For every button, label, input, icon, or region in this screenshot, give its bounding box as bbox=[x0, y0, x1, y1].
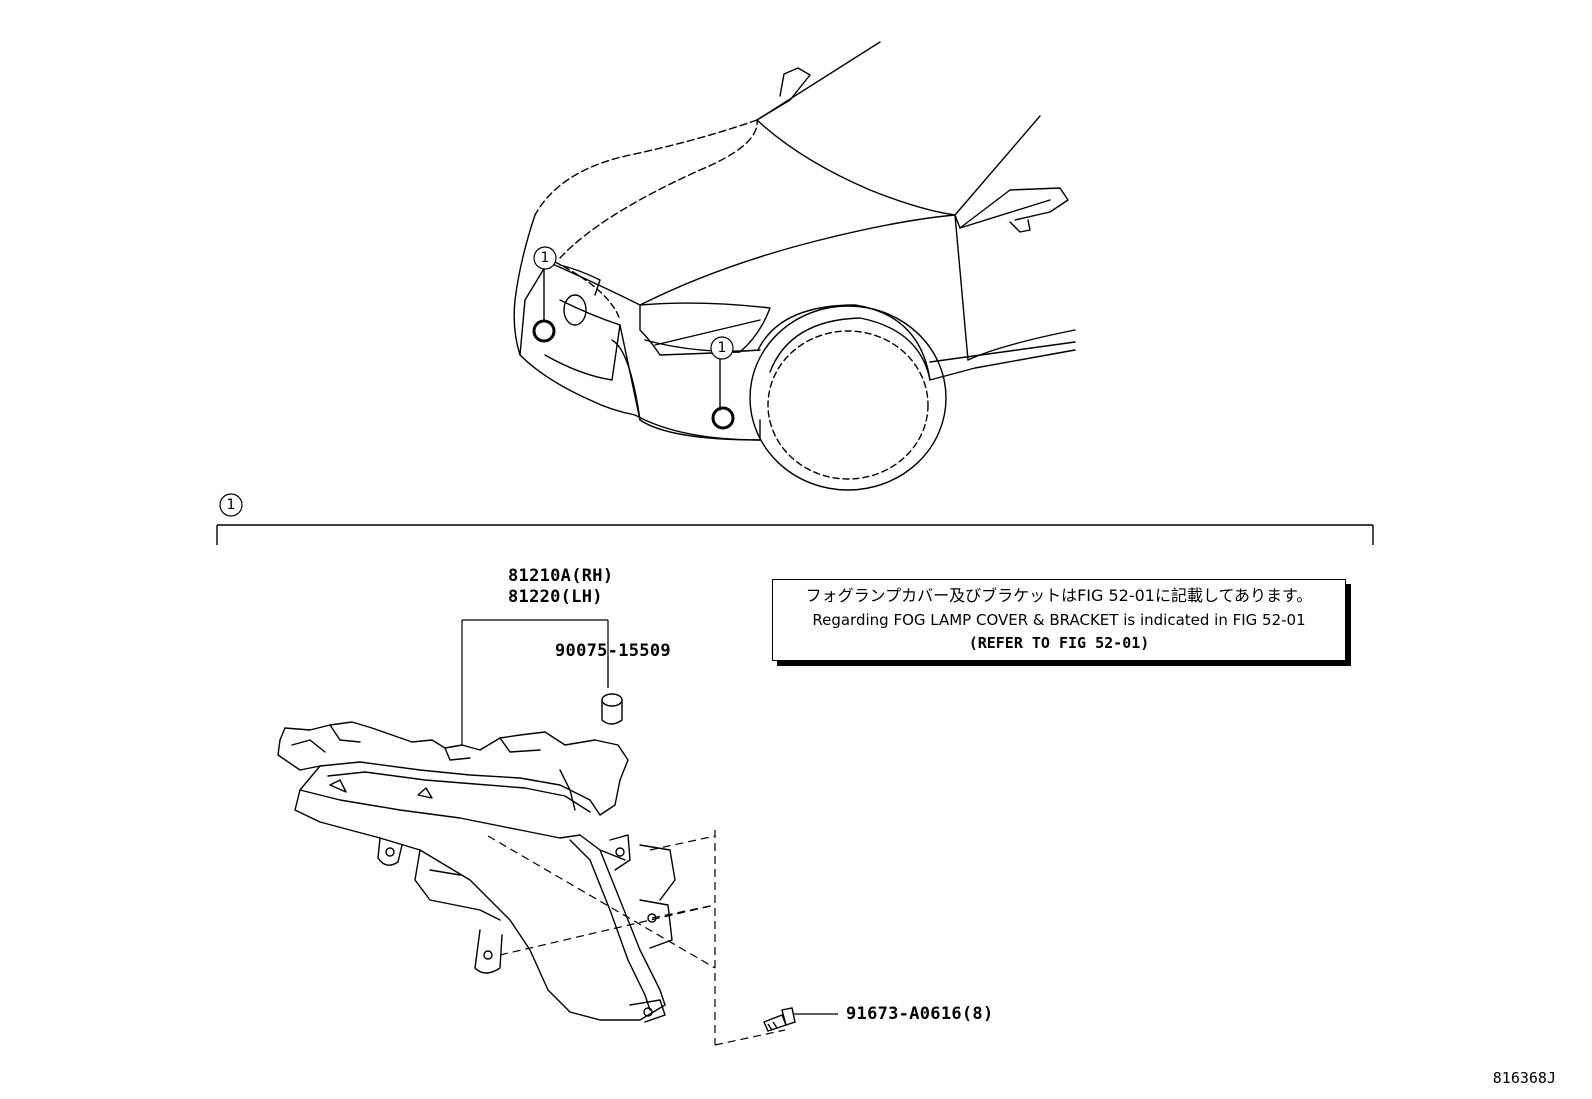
note-reference: (REFER TO FIG 52-01) bbox=[968, 634, 1150, 652]
note-english: Regarding FOG LAMP COVER & BRACKET is in… bbox=[812, 611, 1306, 629]
part-number-screw: 91673-A0616(8) bbox=[846, 1004, 994, 1024]
fog-lamp-marker-left bbox=[532, 319, 556, 343]
leader-lines bbox=[461, 619, 838, 1015]
bulb-socket bbox=[601, 693, 623, 725]
part-number-fog-lamp-lh: 81220(LH) bbox=[508, 587, 603, 607]
group-bracket bbox=[216, 524, 1374, 545]
fog-lamp-location-marks bbox=[532, 319, 735, 430]
fog-lamp-marker-right bbox=[711, 406, 735, 430]
callout-number-front-left: 1 bbox=[540, 250, 550, 266]
callout-number-front-right: 1 bbox=[717, 340, 727, 356]
callout-number-group: 1 bbox=[226, 497, 236, 513]
reference-note-box: フォグランプカバー及びブラケットはFIG 52-01に記載してあります。 Reg… bbox=[772, 579, 1346, 661]
note-japanese: フォグランプカバー及びブラケットはFIG 52-01に記載してあります。 bbox=[805, 586, 1313, 605]
fog-lamp-assembly bbox=[277, 721, 676, 1023]
installation-guide-lines bbox=[487, 830, 786, 1046]
part-number-socket: 90075-15509 bbox=[555, 641, 671, 661]
part-number-fog-lamp-rh: 81210A(RH) bbox=[508, 566, 614, 586]
callout-circles bbox=[219, 246, 734, 517]
figure-id: 816368J bbox=[1492, 1069, 1556, 1087]
screw bbox=[763, 1007, 796, 1032]
car-front-view bbox=[513, 41, 1076, 491]
